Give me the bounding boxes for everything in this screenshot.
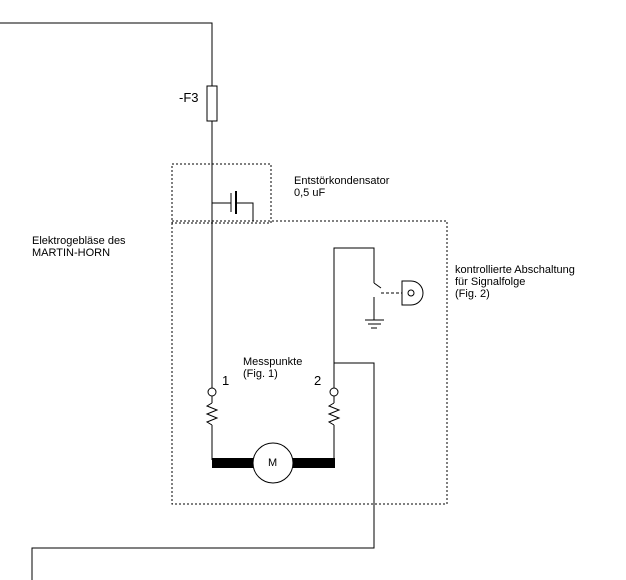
- fuse-symbol: [206, 85, 218, 122]
- measurement-point-1-number: 1: [222, 373, 230, 388]
- blower-title-line2: MARTIN-HORN: [32, 247, 111, 259]
- capacitor-value-label: 0,5 uF: [294, 187, 326, 199]
- switch-control-line1: kontrollierte Abschaltung: [455, 264, 575, 276]
- motor-lead-left: [212, 458, 256, 468]
- capacitor-name-label: Entstörkondensator: [294, 175, 390, 187]
- ground-symbol: [365, 319, 384, 329]
- capacitor-symbol: [230, 191, 254, 221]
- supply-wire: [0, 22, 231, 388]
- motor-symbol: [252, 442, 294, 484]
- return-wire: [31, 362, 375, 580]
- switch-control-line3: (Fig. 2): [455, 288, 490, 300]
- blower-title-line1: Elektrogebläse des: [32, 235, 126, 247]
- fuse-label: -F3: [179, 90, 199, 105]
- motor-label: M: [268, 457, 278, 469]
- measurement-label-line2: (Fig. 1): [243, 368, 278, 380]
- measurement-label-line1: Messpunkte: [243, 356, 303, 368]
- blower-enclosure: [171, 220, 448, 505]
- measurement-point-1: [205, 387, 219, 460]
- measurement-point-2-number: 2: [314, 373, 322, 388]
- signal-horn-icon: [381, 280, 424, 306]
- capacitor-enclosure: [171, 163, 272, 224]
- switch-control-line2: für Signalfolge: [455, 276, 526, 288]
- switch-branch: [333, 247, 382, 388]
- measurement-point-2: [327, 387, 341, 460]
- motor-lead-right: [290, 458, 335, 468]
